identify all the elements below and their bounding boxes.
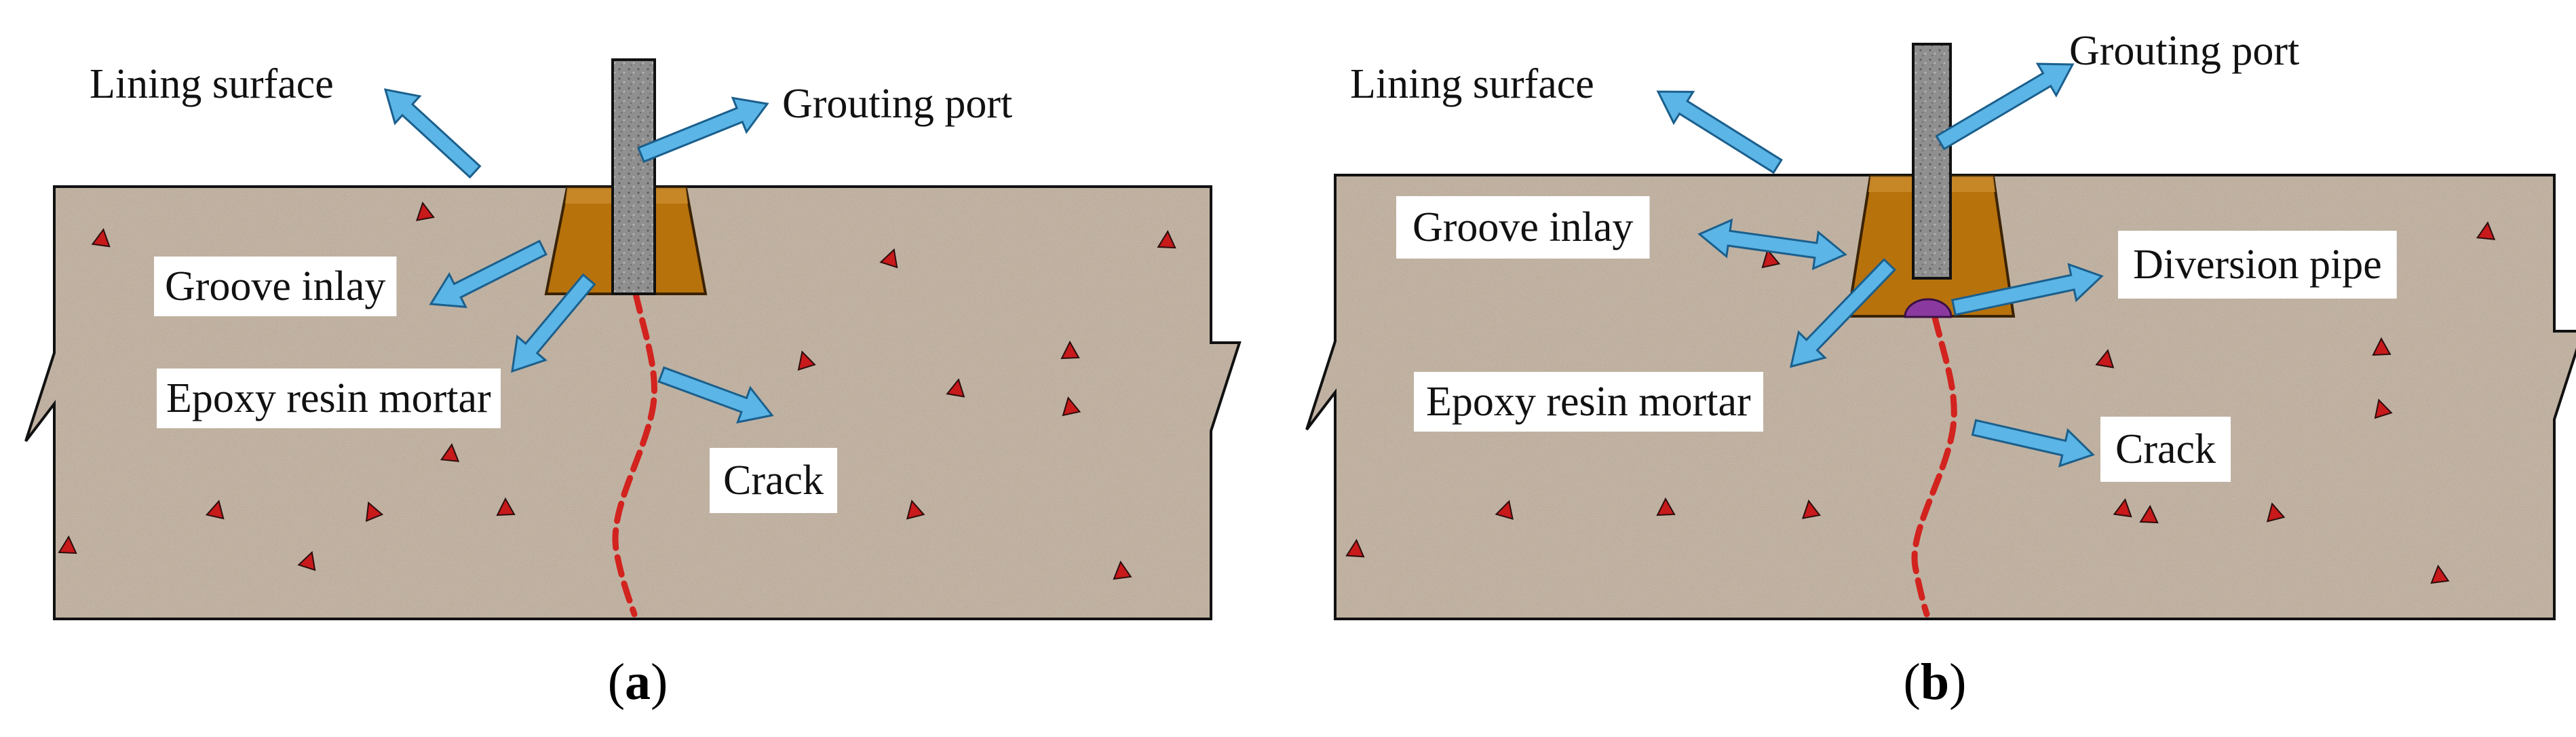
aggregate-particle (1062, 396, 1081, 417)
caption-open-paren: ( (608, 654, 625, 711)
pointer-arrow (657, 366, 774, 424)
pointer-arrow (429, 240, 547, 309)
pointer-arrow (383, 88, 482, 179)
aggregate-particle (1656, 497, 1676, 516)
panel-a: Lining surface Grouting port Groove inla… (24, 58, 1242, 711)
epoxy-resin-mortar-label-box (157, 368, 501, 428)
aggregate-particle (416, 202, 435, 221)
aggregate-particle (1157, 229, 1176, 249)
pointer-arrow (1935, 62, 2075, 151)
pointer-arrow (1950, 263, 2104, 316)
grouting-port-label: Grouting port (2069, 28, 2299, 74)
pointer-arrow (511, 273, 596, 373)
aggregate-particle (2374, 398, 2393, 419)
aggregate-particles (58, 202, 1176, 580)
label-arrows (1656, 62, 2104, 468)
crack-label: Crack (2115, 426, 2216, 472)
aggregate-particle (946, 378, 965, 398)
groove-inlay-label: Groove inlay (165, 263, 385, 309)
aggregate-particle (879, 248, 898, 269)
slab-outline (1305, 174, 2576, 620)
aggregate-particle (205, 499, 225, 520)
groove-inlay-label-box (154, 257, 397, 316)
crack-label-box (710, 448, 838, 513)
caption-letter: a (625, 654, 651, 711)
epoxy-resin-mortar-label-box (1414, 372, 1764, 432)
panel-a-caption: (a) (608, 654, 668, 711)
groove-inlay-label: Groove inlay (1412, 204, 1633, 250)
aggregate-particle (440, 443, 460, 462)
diversion-pipe-label: Diversion pipe (2133, 242, 2382, 288)
grouting-port-pipe (1912, 43, 1952, 280)
aggregate-particle (2476, 221, 2496, 240)
crack-line (1911, 314, 1957, 618)
grouting-port-pipe (611, 58, 656, 295)
aggregate-particle (1802, 499, 1821, 519)
pointer-arrow (1656, 90, 1783, 174)
pointer-arrow (1697, 218, 1847, 271)
aggregate-particle (1495, 499, 1514, 520)
aggregate-particle (1345, 538, 1365, 558)
panel-b-caption: (b) (1904, 654, 1967, 711)
aggregate-particles (1345, 221, 2496, 584)
aggregate-particle (906, 499, 925, 520)
epoxy-resin-mortar-label: Epoxy resin mortar (1426, 379, 1751, 425)
caption-open-paren: ( (1904, 654, 1921, 711)
aggregate-particle (1060, 340, 1080, 360)
crack-label-box (2100, 417, 2231, 482)
label-arrows (383, 88, 774, 424)
aggregate-particle (1761, 248, 1781, 269)
pointer-arrow (1971, 419, 2095, 468)
pointer-arrow (636, 96, 769, 164)
diversion-pipe-label-box (2118, 231, 2397, 299)
pointer-arrow (1790, 258, 1897, 368)
caption-close-paren: ) (1949, 654, 1966, 711)
caption-close-paren: ) (651, 654, 668, 711)
aggregate-particle (797, 350, 816, 371)
aggregate-particle (2139, 504, 2159, 524)
grouting-port-label: Grouting port (782, 81, 1012, 127)
lining-surface-label: Lining surface (90, 61, 334, 107)
aggregate-particle (91, 228, 111, 248)
aggregate-particle (2095, 349, 2115, 368)
crack-line (612, 290, 657, 618)
aggregate-particle (58, 535, 77, 554)
aggregate-particle (2266, 502, 2286, 523)
aggregate-particle (496, 497, 516, 516)
diversion-pipe-half-circle (1904, 298, 1953, 318)
caption-letter: b (1921, 654, 1949, 711)
aggregate-particle (1113, 560, 1132, 580)
crack-label: Crack (723, 457, 824, 504)
aggregate-particle (2430, 564, 2450, 584)
lining-surface-label: Lining surface (1350, 61, 1594, 107)
epoxy-resin-mortar-label: Epoxy resin mortar (166, 375, 491, 421)
groove-inlay-label-box (1396, 196, 1650, 259)
aggregate-particle (365, 501, 384, 523)
aggregate-particle (2113, 498, 2132, 518)
aggregate-particle (2372, 337, 2391, 356)
slab-outline (24, 185, 1242, 620)
panel-b: Lining surface Grouting port Groove inla… (1305, 28, 2576, 711)
aggregate-particle (297, 550, 316, 571)
